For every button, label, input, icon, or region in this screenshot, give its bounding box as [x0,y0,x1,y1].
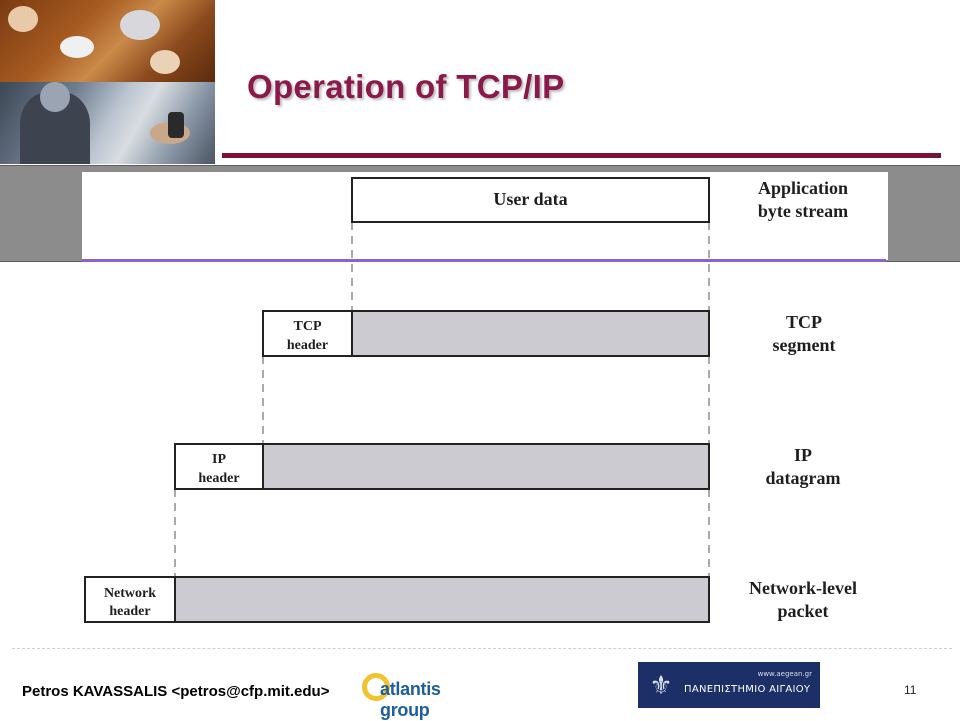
ip-header-box [174,443,264,490]
layer-label-ip-1: IP [794,445,812,465]
layer-label-network-2: packet [778,601,829,621]
ip-header-label-line2: header [198,471,239,486]
ip-header-label-line1: IP [212,452,226,467]
tcp-header-label-line1: TCP [294,319,322,334]
network-header-label-line2: header [109,604,150,619]
ip-datagram-block: IP header [174,443,710,490]
layer-label-network-1: Network-level [749,578,857,598]
aegean-name: ΠΑΝΕΠΙΣΤΗΜΙΟ ΑΙΓΑΙΟΥ [684,684,811,695]
university-of-aegean-logo: ⚜ www.aegean.gr ΠΑΝΕΠΙΣΤΗΜΙΟ ΑΙΓΑΙΟΥ [638,662,820,708]
network-packet-block: Network header [84,576,710,623]
tcp-segment-block: TCP header [262,310,710,357]
network-header-label-line1: Network [104,586,156,601]
dashed-guides [174,222,710,577]
layer-label-application-1: Application [758,178,848,198]
user-data-label: User data [493,189,567,209]
layer-label-ip-2: datagram [766,468,841,488]
header-photo-businessman [0,82,215,164]
header-photo-meeting [0,0,215,82]
user-data-block: User data [351,177,710,223]
network-header-box [84,576,176,623]
aegean-url: www.aegean.gr [757,670,812,678]
page-number: 11 [904,683,917,697]
footer-divider [12,648,952,649]
layer-labels: Application byte stream TCP segment IP d… [749,178,857,621]
tcp-header-label-line2: header [287,338,328,353]
author-credit: Petros KAVASSALIS <petros@cfp.mit.edu> [22,683,330,700]
ip-payload [262,443,710,490]
atlantis-logo-text: atlantis group [380,679,441,720]
layer-label-tcp-1: TCP [786,312,822,332]
tcp-header-box [262,310,353,357]
layer-label-tcp-2: segment [773,335,836,355]
title-underline [222,153,941,158]
aegean-emblem-icon: ⚜ [649,670,673,700]
slide-title: Operation of TCP/IP [247,68,565,105]
atlantis-group-logo: atlantis group [362,673,482,720]
atlantis-ring-icon [362,673,390,701]
purple-divider-line [82,259,886,262]
network-payload [174,576,710,623]
layer-label-application-2: byte stream [758,201,848,221]
tcp-payload [351,310,710,357]
